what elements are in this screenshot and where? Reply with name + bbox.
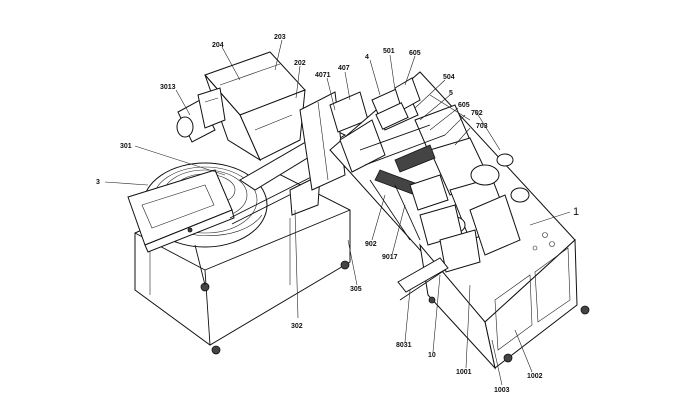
- label-4: 4: [365, 54, 369, 61]
- label-3013: 3013: [160, 84, 176, 91]
- label-702: 702: [471, 110, 483, 117]
- label-1003: 1003: [494, 387, 510, 394]
- label-501: 501: [383, 48, 395, 55]
- motor: [176, 87, 226, 143]
- label-8031: 8031: [396, 342, 412, 349]
- label-203: 203: [274, 34, 286, 41]
- label-202: 202: [294, 60, 306, 67]
- label-302: 302: [291, 323, 303, 330]
- label-204: 204: [212, 42, 224, 49]
- label-1001: 1001: [456, 369, 472, 376]
- label-9017: 9017: [382, 254, 398, 261]
- label-305: 305: [350, 286, 362, 293]
- label-902: 902: [365, 241, 377, 248]
- label-407: 407: [338, 65, 350, 72]
- label-5: 5: [449, 90, 453, 97]
- label-3: 3: [96, 179, 100, 186]
- label-1: 1: [573, 206, 579, 218]
- leader-lines: [104, 39, 571, 386]
- label-1002: 1002: [527, 373, 543, 380]
- label-605-top: 605: [409, 50, 421, 57]
- label-504: 504: [443, 74, 455, 81]
- label-4071: 4071: [315, 72, 331, 79]
- label-10: 10: [428, 352, 436, 359]
- control-box: [127, 169, 235, 253]
- assembly-mechanism: [339, 77, 530, 301]
- label-301: 301: [120, 143, 132, 150]
- center-bracket: [299, 91, 369, 191]
- part-labels: 204 203 202 3013 301 3 4071 407 4 501 60…: [96, 34, 579, 394]
- label-703: 703: [476, 123, 488, 130]
- label-605-mid: 605: [458, 102, 470, 109]
